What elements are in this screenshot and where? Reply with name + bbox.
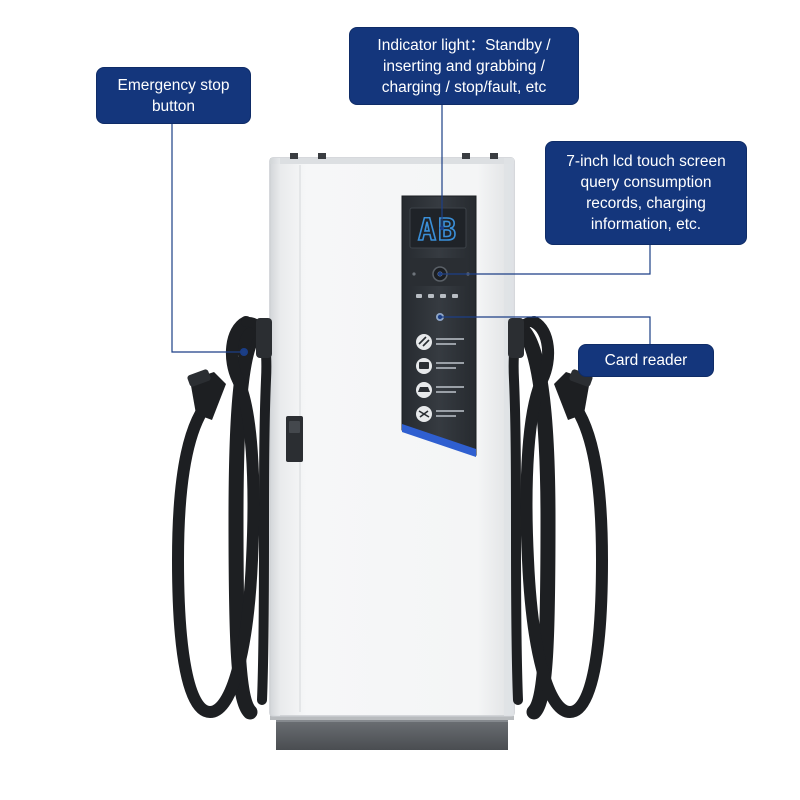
card-swipe-icon [416, 358, 464, 374]
door-handle [286, 416, 303, 462]
right-cable-holder [508, 318, 524, 358]
indicator-readout: AB [418, 213, 458, 248]
instruction-steps [416, 334, 464, 422]
lcd-screen-callout: 7-inch lcd touch screen query consumptio… [546, 142, 746, 244]
charger-cabinet [269, 153, 515, 717]
leader-endpoints [241, 225, 445, 355]
leader-card-reader [440, 316, 651, 345]
plug-in-icon [416, 334, 464, 350]
emergency-stop-callout: Emergency stop button [97, 68, 250, 123]
unplug-icon [416, 406, 464, 422]
leader-emergency-stop [171, 123, 244, 353]
charger-base [270, 712, 514, 750]
leader-lines [171, 104, 651, 353]
charging-car-icon [416, 382, 464, 398]
indicator-display: AB [409, 207, 467, 249]
indicator-light-callout: Indicator light：Standby / inserting and … [350, 28, 578, 104]
right-charging-gun [554, 369, 593, 420]
lcd-touch-screen [410, 258, 470, 286]
status-led-row [416, 294, 458, 298]
leader-lcd-screen [440, 244, 651, 275]
card-reader-callout: Card reader [579, 345, 713, 376]
left-charging-gun [187, 369, 226, 420]
